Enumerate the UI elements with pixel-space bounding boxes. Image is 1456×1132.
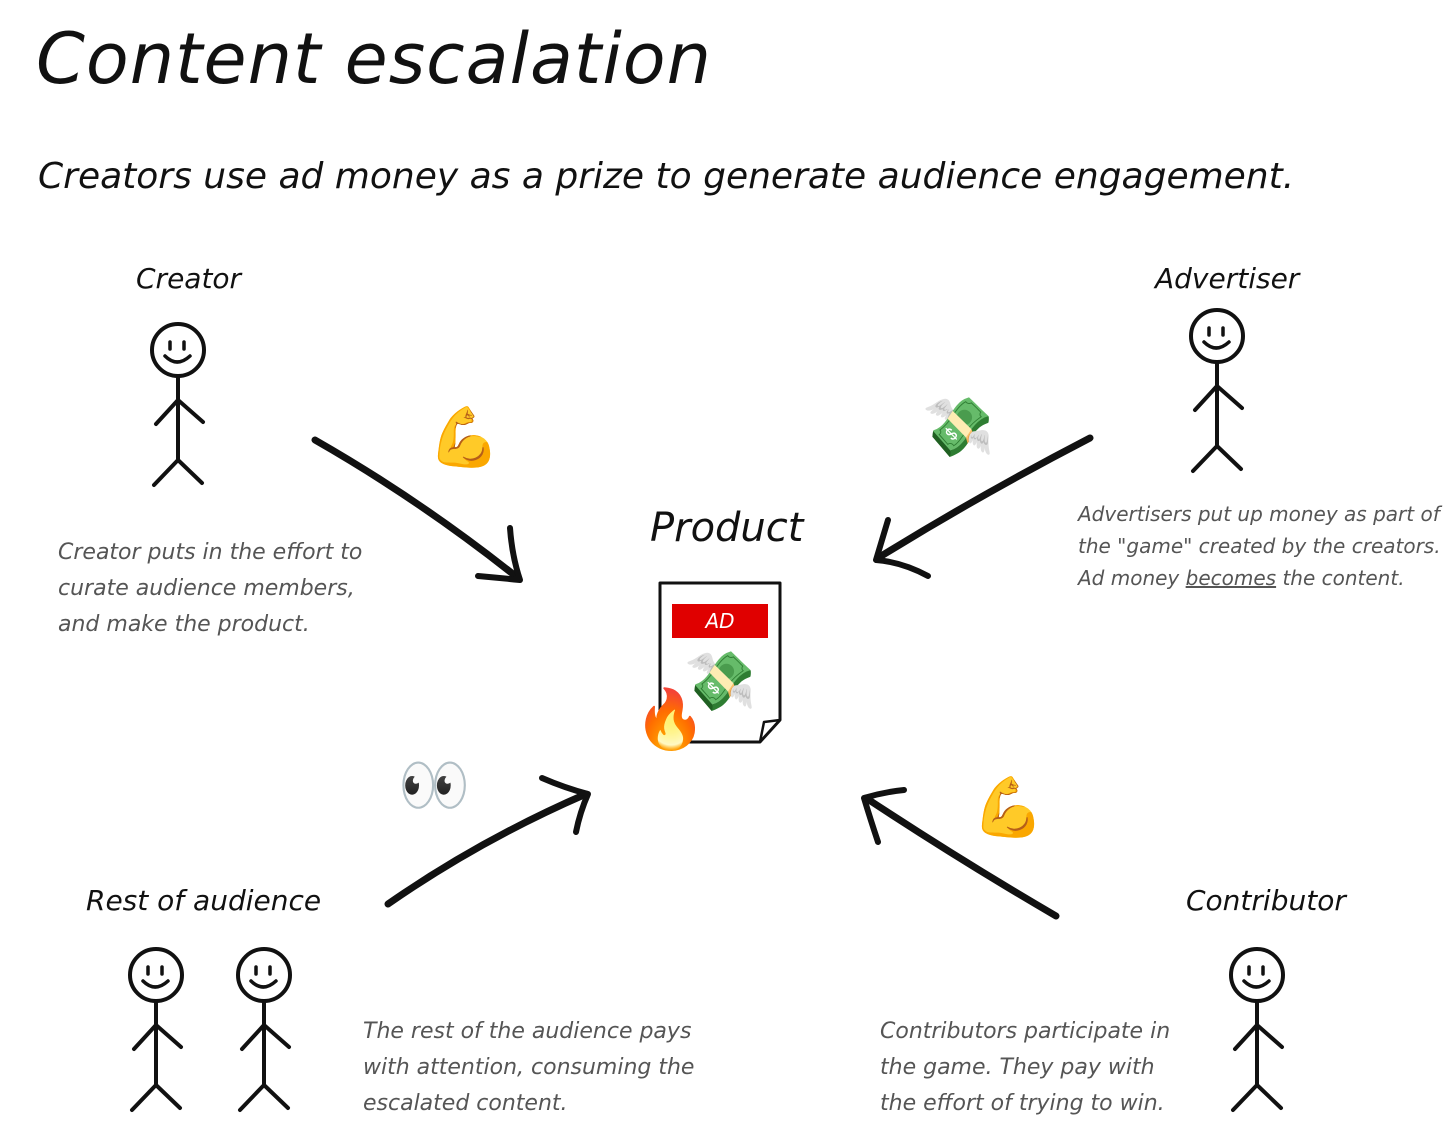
flexed-biceps-icon: 💪 <box>972 773 1045 841</box>
advertiser-description-emphasis: becomes <box>1185 566 1277 590</box>
ad-badge <box>672 604 768 638</box>
contributor-description: Contributors participate in the game. Th… <box>880 1014 1170 1122</box>
creator-description-line: curate audience members, <box>58 576 355 601</box>
money-with-wings-icon: 💸 <box>922 393 995 461</box>
audience-figure-1 <box>128 947 184 1112</box>
advertiser-description-text: Ad money <box>1078 566 1186 590</box>
audience-description-line: The rest of the audience pays <box>363 1019 692 1044</box>
advertiser-figure <box>1189 308 1245 473</box>
arrow-audience-to-product <box>384 775 591 908</box>
flexed-biceps-icon: 💪 <box>428 403 501 471</box>
creator-label: Creator <box>136 262 242 295</box>
advertiser-description-line: Advertisers put up money as part of <box>1078 502 1440 526</box>
advertiser-label: Advertiser <box>1155 262 1300 295</box>
creator-description-line: and make the product. <box>58 612 310 637</box>
contributor-description-line: the game. They pay with <box>880 1055 1155 1080</box>
fire-icon: 🔥 <box>634 685 707 753</box>
page-subtitle: Creators use ad money as a prize to gene… <box>38 156 1295 197</box>
advertiser-description-line: the "game" created by the creators. <box>1078 534 1441 558</box>
arrow-creator-to-product <box>311 436 523 583</box>
ad-badge-text: AD <box>703 609 734 633</box>
product-document: AD <box>658 581 782 744</box>
audience-description: The rest of the audience pays with atten… <box>363 1014 694 1122</box>
arrow-contributor-to-product <box>861 787 1060 920</box>
contributor-description-line: Contributors participate in <box>880 1019 1171 1044</box>
page-title: Content escalation <box>36 18 712 100</box>
audience-figure-2 <box>236 947 292 1112</box>
money-with-wings-icon: 💸 <box>684 647 757 715</box>
creator-description: Creator puts in the effort to curate aud… <box>58 535 362 643</box>
arrow-advertiser-to-product <box>873 434 1094 579</box>
contributor-figure <box>1229 947 1285 1112</box>
creator-figure <box>150 322 206 487</box>
audience-description-line: with attention, consuming the <box>363 1055 695 1080</box>
eyes-icon: 👀 <box>398 751 471 819</box>
audience-description-line: escalated content. <box>363 1091 568 1116</box>
product-label: Product <box>650 505 804 551</box>
contributor-label: Contributor <box>1186 884 1346 917</box>
audience-label: Rest of audience <box>86 884 322 917</box>
advertiser-description: Advertisers put up money as part of the … <box>1078 498 1441 594</box>
advertiser-description-text: the content. <box>1276 566 1405 590</box>
advertiser-description-line: Ad money becomes the content. <box>1078 562 1441 594</box>
contributor-description-line: the effort of trying to win. <box>880 1091 1165 1116</box>
creator-description-line: Creator puts in the effort to <box>58 540 363 565</box>
